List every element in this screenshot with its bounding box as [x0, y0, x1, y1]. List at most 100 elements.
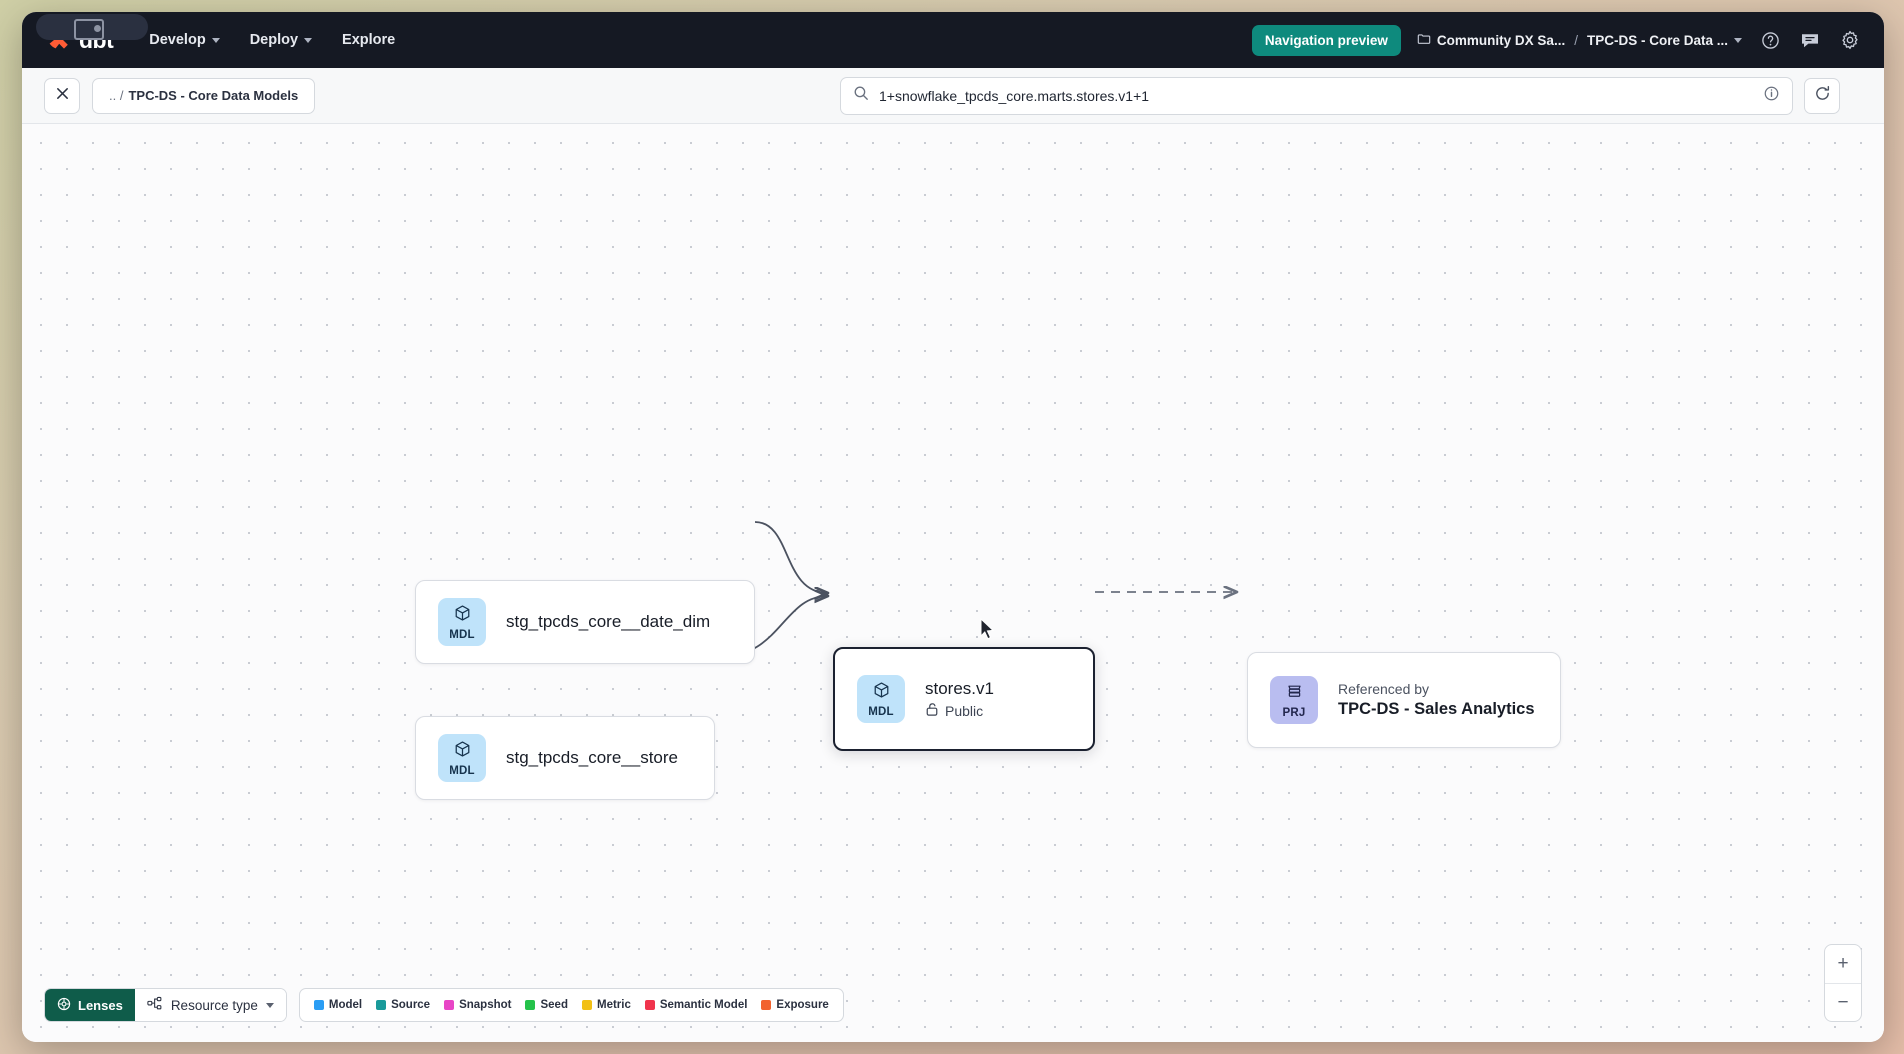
- resource-type-legend: Model Source Snapshot Seed Metric: [298, 988, 844, 1022]
- legend-swatch-semantic-model: [644, 1000, 655, 1010]
- lens-control-group: Lenses Resource type: [44, 988, 287, 1022]
- resource-type-label: Resource type: [170, 997, 258, 1013]
- edge-date-dim-to-stores: [754, 521, 828, 593]
- resource-type-dropdown[interactable]: Resource type: [134, 989, 286, 1021]
- graph-node-referenced-by-project[interactable]: PRJ Referenced by TPC-DS - Sales Analyti…: [1247, 652, 1561, 748]
- legend-item-exposure: Exposure: [761, 999, 829, 1011]
- search-icon: [853, 85, 869, 106]
- node-badge-label: PRJ: [1282, 706, 1306, 719]
- close-icon: [55, 86, 70, 106]
- node-badge-label: MDL: [449, 628, 475, 641]
- breadcrumb-project-label: TPC-DS - Core Data ...: [1586, 32, 1728, 48]
- lenses-label: Lenses: [78, 997, 123, 1013]
- nav-label-deploy: Deploy: [249, 32, 299, 48]
- graph-node-stores-v1[interactable]: MDL stores.v1 Public: [833, 647, 1095, 751]
- breadcrumb-project[interactable]: TPC-DS - Core Data ...: [1587, 33, 1742, 48]
- nav-label-explore: Explore: [342, 32, 396, 48]
- node-title: stg_tpcds_core__store: [506, 748, 678, 767]
- help-circle-icon[interactable]: [1758, 28, 1782, 52]
- legend-label-source: Source: [391, 999, 431, 1011]
- zoom-controls: + −: [1824, 944, 1862, 1022]
- graph-edges: [714, 521, 1884, 659]
- refresh-icon: [1814, 85, 1831, 107]
- legend-swatch-source: [376, 1000, 387, 1010]
- nav-item-develop[interactable]: Develop: [147, 26, 221, 54]
- graph-node-date-dim[interactable]: MDL stg_tpcds_core__date_dim: [415, 580, 755, 664]
- nav-label-develop: Develop: [149, 32, 206, 48]
- search-area: [840, 76, 1840, 115]
- resource-type-icon: [147, 996, 163, 1014]
- unlock-icon: [925, 702, 939, 720]
- legend-item-model: Model: [313, 999, 363, 1011]
- legend-item-snapshot: Snapshot: [444, 999, 511, 1011]
- breadcrumb-current-project[interactable]: .. / TPC-DS - Core Data Models: [92, 77, 316, 114]
- legend-label-semantic-model: Semantic Model: [659, 999, 748, 1011]
- refresh-button[interactable]: [1804, 77, 1840, 114]
- project-stack-icon: [1285, 682, 1304, 706]
- nav-item-deploy[interactable]: Deploy: [248, 26, 314, 54]
- node-badge-mdl: MDL: [857, 675, 905, 723]
- node-text-group: Referenced by TPC-DS - Sales Analytics: [1338, 681, 1535, 719]
- lineage-graph-canvas[interactable]: MDL stg_tpcds_core__date_dim MDL stg_tpc…: [22, 124, 1884, 1042]
- node-badge-mdl: MDL: [438, 598, 486, 646]
- legend-label-metric: Metric: [596, 999, 631, 1011]
- chevron-down-icon: [211, 37, 220, 43]
- sub-toolbar: .. / TPC-DS - Core Data Models: [22, 68, 1884, 124]
- node-badge-label: MDL: [868, 705, 894, 718]
- window-tab-nub: [36, 14, 148, 40]
- chevron-down-icon: [304, 37, 313, 43]
- chevron-down-icon: [265, 1002, 274, 1008]
- browser-window: dbt Develop Deploy Explore Navigation pr…: [22, 12, 1884, 1042]
- node-text-group: stores.v1 Public: [925, 679, 994, 720]
- legend-label-seed: Seed: [540, 999, 568, 1011]
- gear-icon[interactable]: [1838, 28, 1862, 52]
- navigation-preview-badge[interactable]: Navigation preview: [1251, 24, 1401, 56]
- zoom-in-button[interactable]: +: [1837, 953, 1849, 974]
- cube-icon: [453, 604, 472, 628]
- close-lineage-button[interactable]: [44, 77, 80, 114]
- node-title: stores.v1: [925, 678, 994, 698]
- breadcrumb-prefix: .. /: [109, 88, 124, 103]
- legend-swatch-metric: [581, 1000, 592, 1010]
- search-input[interactable]: [879, 87, 1753, 104]
- zoom-out-button[interactable]: −: [1825, 983, 1861, 1021]
- node-access-label: Public: [945, 702, 984, 719]
- breadcrumb-account-label: Community DX Sa...: [1436, 32, 1566, 48]
- top-navigation-bar: dbt Develop Deploy Explore Navigation pr…: [22, 12, 1884, 68]
- legend-swatch-exposure: [761, 1000, 772, 1010]
- legend-label-model: Model: [328, 999, 363, 1011]
- search-box[interactable]: [840, 76, 1793, 115]
- node-access: Public: [925, 702, 994, 720]
- breadcrumb: Community DX Sa... / TPC-DS - Core Data …: [1417, 32, 1742, 49]
- cube-icon: [453, 740, 472, 764]
- breadcrumb-current-label: TPC-DS - Core Data Models: [128, 88, 299, 103]
- legend-item-semantic-model: Semantic Model: [644, 999, 748, 1011]
- primary-nav: Develop Deploy Explore: [147, 26, 397, 54]
- nav-item-explore[interactable]: Explore: [340, 26, 397, 54]
- breadcrumb-separator: /: [1574, 32, 1578, 48]
- graph-node-store[interactable]: MDL stg_tpcds_core__store: [415, 716, 715, 800]
- legend-item-source: Source: [376, 999, 430, 1011]
- legend-label-snapshot: Snapshot: [459, 999, 512, 1011]
- lenses-button[interactable]: Lenses: [45, 989, 135, 1021]
- cube-icon: [872, 681, 891, 705]
- feedback-icon[interactable]: [1798, 28, 1822, 52]
- folder-icon: [1417, 32, 1431, 49]
- graph-bottom-toolbar: Lenses Resource type: [44, 988, 844, 1022]
- node-title: TPC-DS - Sales Analytics: [1338, 700, 1535, 718]
- info-icon[interactable]: [1763, 85, 1780, 107]
- node-title: stg_tpcds_core__date_dim: [506, 612, 711, 631]
- node-badge-mdl: MDL: [438, 734, 486, 782]
- breadcrumb-account[interactable]: Community DX Sa...: [1417, 32, 1565, 49]
- node-kicker: Referenced by: [1338, 681, 1430, 697]
- legend-item-metric: Metric: [581, 999, 631, 1011]
- legend-item-seed: Seed: [525, 999, 568, 1011]
- top-nav-right-group: Navigation preview Community DX Sa... / …: [1251, 24, 1862, 56]
- legend-swatch-model: [313, 1000, 324, 1010]
- node-badge-prj: PRJ: [1270, 676, 1318, 724]
- legend-label-exposure: Exposure: [776, 999, 829, 1011]
- legend-swatch-seed: [525, 1000, 536, 1010]
- lens-icon: [57, 997, 71, 1014]
- node-badge-label: MDL: [449, 764, 475, 777]
- chevron-down-icon: [1734, 37, 1742, 43]
